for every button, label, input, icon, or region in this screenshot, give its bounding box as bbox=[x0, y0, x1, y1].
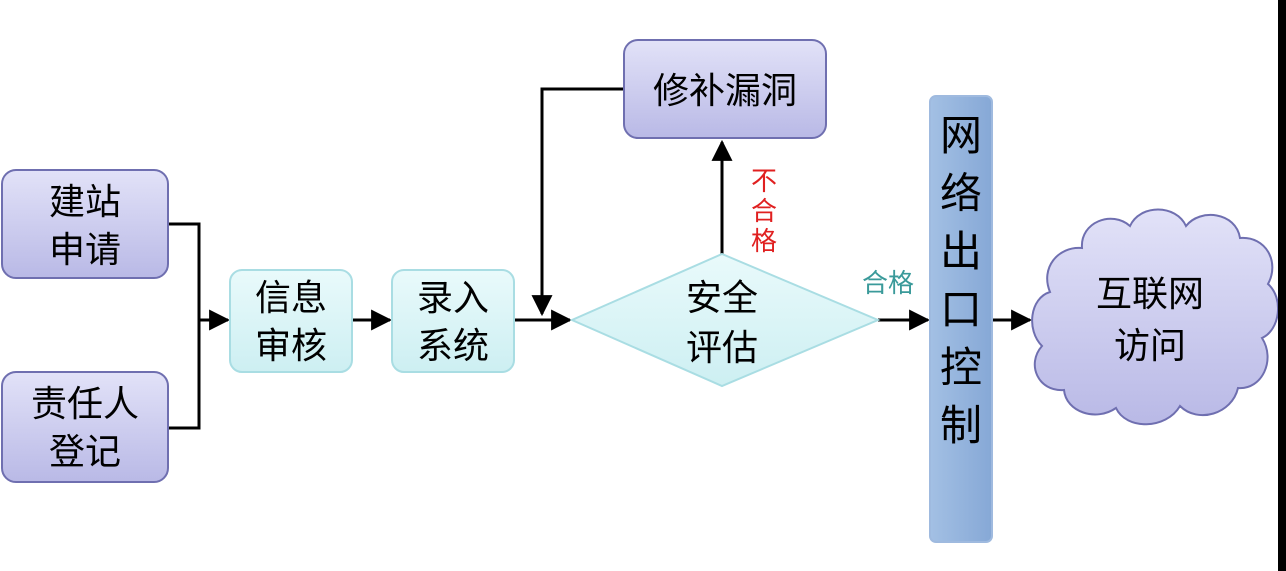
node-info-review-line1: 信息 bbox=[255, 278, 327, 319]
node-responsible-registration-line2: 登记 bbox=[49, 432, 121, 473]
node-patch-vulnerabilities-label: 修补漏洞 bbox=[653, 71, 797, 112]
cloud-icon bbox=[1031, 208, 1280, 426]
edge-label-fail-char1: 不 bbox=[751, 167, 777, 197]
node-network-egress-control-char3: 出 bbox=[940, 227, 982, 276]
edge-label-fail-char2: 合 bbox=[751, 197, 777, 227]
edge-label-fail: 不 合 格 bbox=[751, 167, 777, 257]
node-security-evaluation: 安全 评估 bbox=[569, 252, 881, 388]
edge-apply-to-merge bbox=[168, 222, 201, 430]
node-security-evaluation-line1: 安全 bbox=[686, 278, 758, 319]
node-internet-access-line1: 互联网 bbox=[1096, 274, 1204, 315]
node-site-application-line1: 建站 bbox=[49, 182, 121, 223]
edge-label-fail-char3: 格 bbox=[751, 227, 777, 257]
node-info-review: 信息 审核 bbox=[229, 269, 353, 373]
node-internet-access-line2: 访问 bbox=[1114, 326, 1186, 367]
connectors bbox=[168, 87, 1033, 430]
node-site-application: 建站 申请 bbox=[1, 169, 169, 279]
node-security-evaluation-line2: 评估 bbox=[686, 328, 758, 369]
node-network-egress-control-char6: 制 bbox=[940, 401, 982, 450]
node-patch-vulnerabilities: 修补漏洞 bbox=[623, 39, 827, 139]
node-enter-system: 录入 系统 bbox=[391, 269, 515, 373]
node-info-review-line2: 审核 bbox=[255, 326, 327, 367]
node-network-egress-control-char4: 口 bbox=[940, 285, 982, 334]
node-enter-system-line1: 录入 bbox=[417, 278, 489, 319]
right-border-line bbox=[1278, 0, 1286, 571]
node-network-egress-control-char1: 网 bbox=[940, 111, 982, 160]
edge-label-pass: 合格 bbox=[862, 269, 914, 299]
node-network-egress-control-char2: 络 bbox=[940, 169, 982, 218]
node-internet-access: 互联网 访问 bbox=[1031, 208, 1280, 426]
node-responsible-registration-line1: 责任人 bbox=[31, 384, 139, 425]
edge-patch-to-evaluate bbox=[531, 87, 624, 317]
node-network-egress-control-char5: 控 bbox=[940, 343, 982, 392]
node-responsible-registration: 责任人 登记 bbox=[1, 371, 169, 483]
node-network-egress-control: 网 络 出 口 控 制 bbox=[929, 95, 993, 543]
node-enter-system-line2: 系统 bbox=[417, 326, 489, 367]
node-site-application-line2: 申请 bbox=[49, 230, 121, 271]
